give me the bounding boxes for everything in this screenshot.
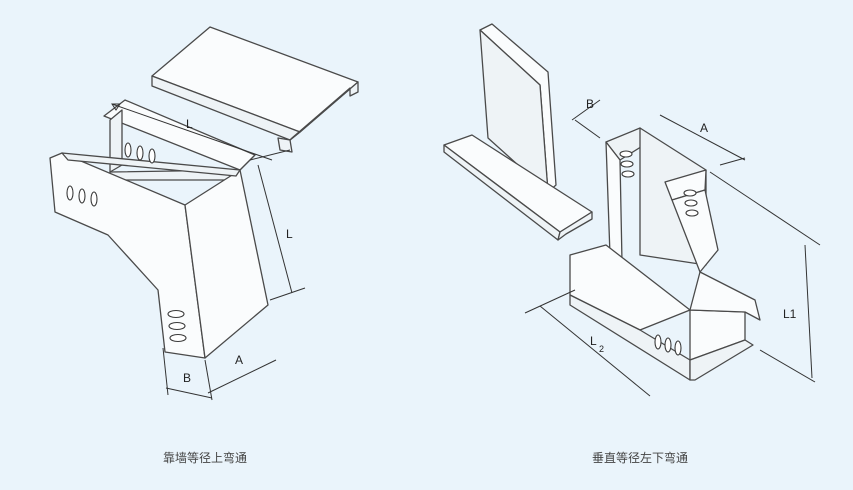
dim-label-width-right: A xyxy=(700,121,708,135)
figure-wall-upward-elbow: L L A B xyxy=(49,26,359,401)
elbow-body xyxy=(49,99,269,359)
dim-label-width: A xyxy=(235,353,243,367)
dimension-lines-right xyxy=(524,99,821,397)
caption-left-figure: 靠墙等径上弯通 xyxy=(162,451,247,465)
figure-vertical-downward-elbow: B A L1 L 2 xyxy=(443,23,821,397)
dim-label-height-length: L xyxy=(286,227,293,241)
dim-label-length-right: L xyxy=(590,334,597,348)
dim-label-depth-right: B xyxy=(586,97,594,111)
dim-label-depth: B xyxy=(183,371,191,385)
mounting-slots xyxy=(66,142,187,343)
caption-right-figure: 垂直等径左下弯通 xyxy=(591,451,688,465)
cover-piece xyxy=(443,23,593,241)
dim-label-length-sub-right: 2 xyxy=(599,344,604,354)
dim-label-cover-length: L xyxy=(186,117,193,131)
cover-plate xyxy=(151,26,359,153)
dimension-lines xyxy=(111,103,306,401)
dim-label-height-right: L1 xyxy=(783,307,797,321)
elbow-body-right xyxy=(569,127,761,381)
mounting-slots-right xyxy=(619,150,699,356)
